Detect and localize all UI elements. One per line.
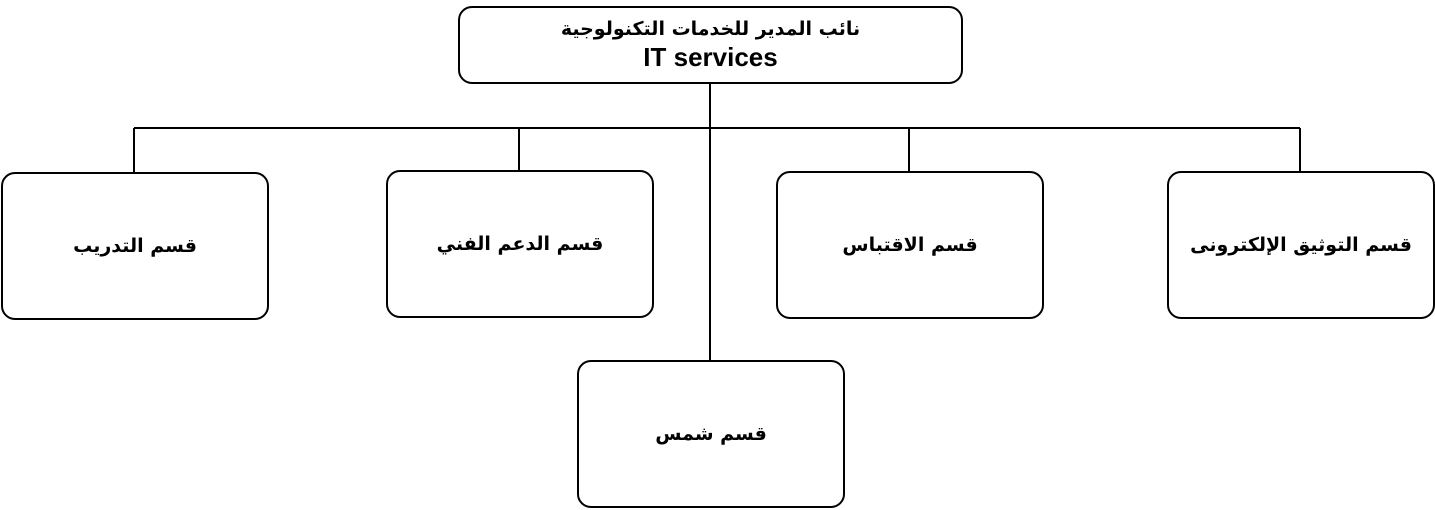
dept-training-label: قسم التدريب — [73, 235, 197, 257]
dept-shams-node: قسم شمس — [577, 360, 845, 508]
dept-quotation-label: قسم الاقتباس — [842, 234, 978, 256]
dept-technical-support-label: قسم الدعم الفني — [436, 233, 604, 255]
dept-technical-support-node: قسم الدعم الفني — [386, 170, 654, 318]
dept-quotation-node: قسم الاقتباس — [776, 171, 1044, 319]
root-title-arabic: نائب المدير للخدمات التكنولوجية — [560, 18, 861, 40]
dept-electronic-documentation-node: قسم التوثيق الإلكترونى — [1167, 171, 1435, 319]
root-node-it-services: نائب المدير للخدمات التكنولوجية IT servi… — [458, 6, 963, 84]
dept-training-node: قسم التدريب — [1, 172, 269, 320]
dept-electronic-documentation-label: قسم التوثيق الإلكترونى — [1190, 234, 1412, 256]
root-title-english: IT services — [643, 42, 778, 72]
dept-shams-label: قسم شمس — [655, 423, 767, 445]
